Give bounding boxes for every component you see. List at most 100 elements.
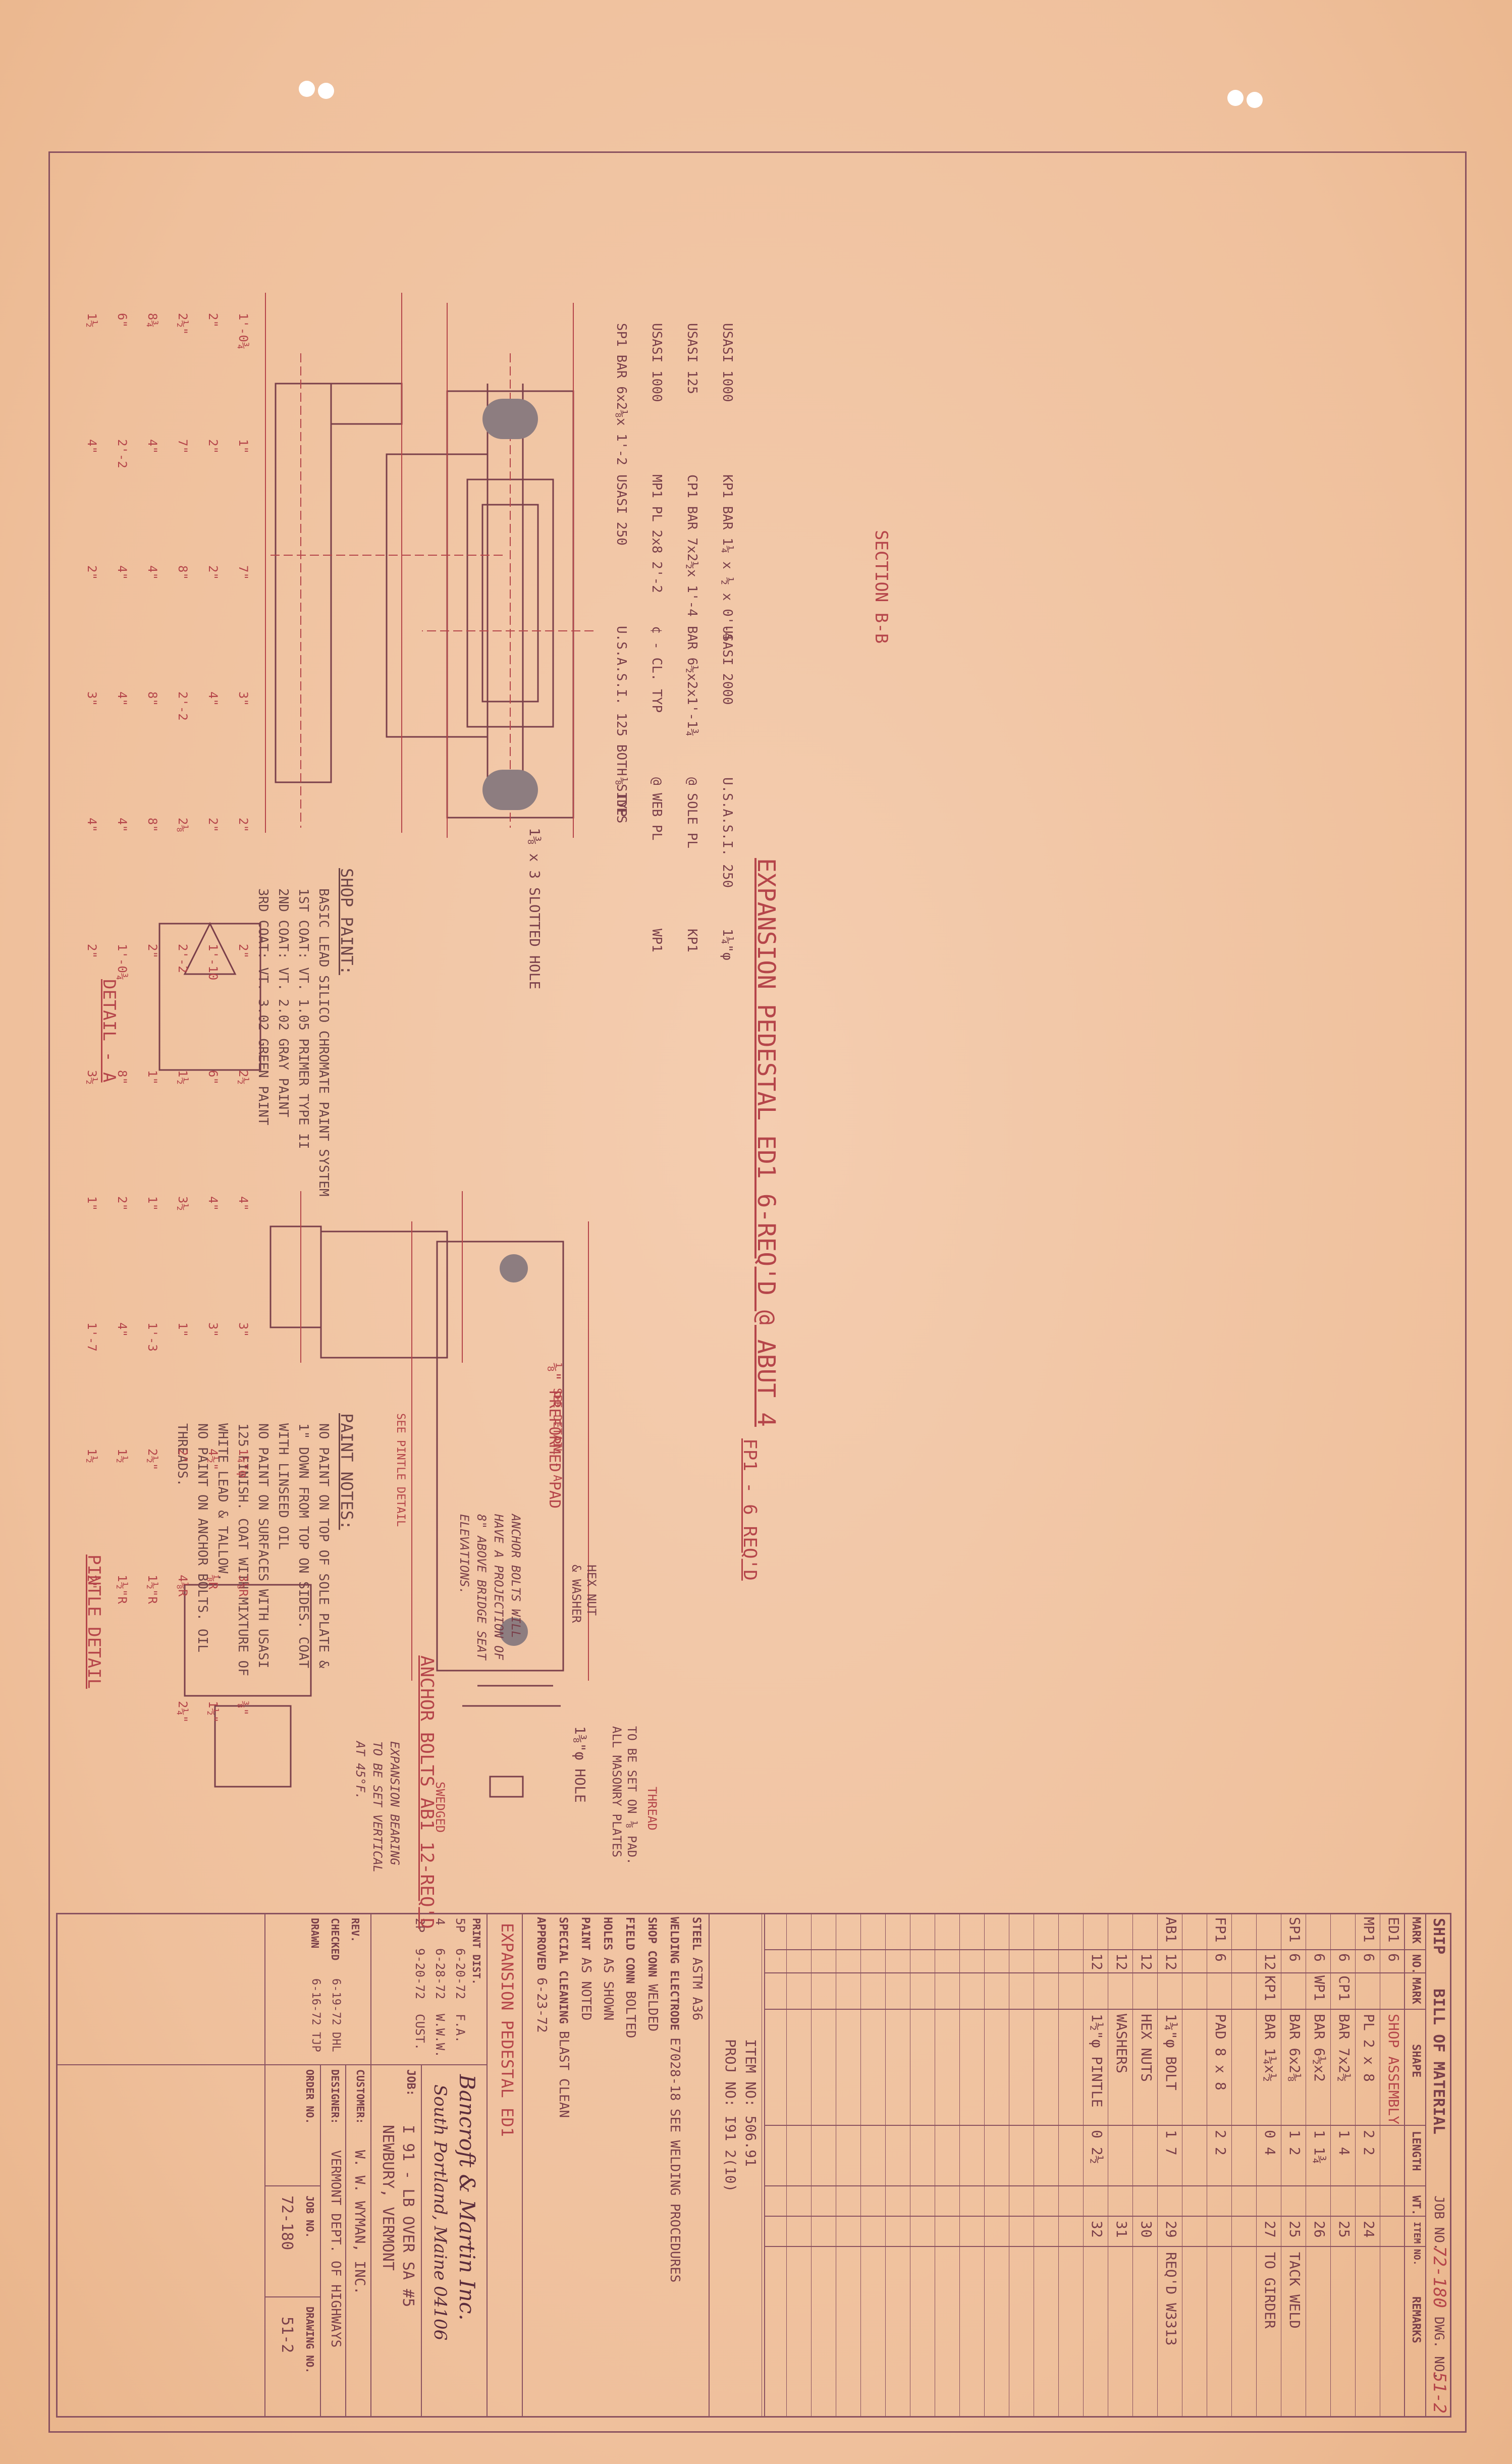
bom-shape: PAD 8 x 8: [1212, 2014, 1229, 2091]
dimension-text: 3⅛R: [236, 1575, 250, 1597]
spec-row: SHOP CONNWELDED: [645, 1917, 660, 2031]
spec-label: PAINT: [579, 1917, 591, 1951]
dimension-text: 1": [145, 1070, 159, 1085]
dimension-text: 3": [236, 1322, 250, 1337]
print-dist-to: CUST.: [413, 2014, 427, 2051]
drawing-label: USASI 1000: [649, 323, 664, 402]
print-dist-to: F.A.: [453, 2014, 467, 2043]
bom-mark: ED1: [1385, 1917, 1402, 1943]
drawing-label: U.S.A.S.I. 250: [720, 777, 735, 888]
dimension-text: 1'-3: [145, 1322, 159, 1352]
punch-hole-left: [299, 81, 315, 97]
punch-hole-right-2: [1247, 92, 1263, 108]
dimension-text: 4": [115, 818, 129, 832]
masonry-note-1: ALL MASONRY PLATES: [610, 1726, 624, 1858]
dimension-text: 8": [115, 1070, 129, 1085]
bom-mark: SP1: [1286, 1917, 1303, 1943]
dimension-text: 1¼"φ: [236, 1449, 250, 1478]
col-mark-2: MARK: [1410, 1977, 1422, 2004]
dimension-text: 2½": [176, 313, 190, 335]
col-shape: SHAPE: [1410, 2044, 1422, 2078]
bom-item: 30: [1138, 2221, 1155, 2238]
print-dist-n: 5P: [453, 1918, 467, 1933]
dimension-text: 4": [145, 565, 159, 580]
bom-shape: PL 2 x 8: [1361, 2014, 1377, 2082]
bom-length: 1 4: [1336, 2130, 1353, 2156]
drawing-label: KP1: [684, 929, 699, 952]
bearing-note-line: AT 45°F.: [353, 1741, 367, 1800]
slotted-hole-note: 1⅜ x 3 SLOTTED HOLE: [526, 828, 543, 990]
bom-mark: AB1: [1163, 1917, 1179, 1943]
dimension-text: 3": [206, 1322, 220, 1337]
bom-item: 29: [1163, 2221, 1179, 2238]
order-label: ORDER NO.: [304, 2069, 316, 2124]
dimension-text: 1": [236, 439, 250, 454]
dimension-text: 3": [236, 691, 250, 706]
col-item: ITEM NO.: [1412, 2222, 1422, 2266]
bom-length: 1 7: [1163, 2130, 1179, 2156]
bill-of-material: SHIP BILL OF MATERIAL JOB NO. 72-180 DWG…: [56, 1913, 1451, 2418]
dimension-text: 2": [85, 565, 99, 580]
job-label: JOB:: [404, 2069, 417, 2096]
bom-sub: CP1: [1336, 1975, 1353, 2001]
dimension-text: 2⅛: [176, 818, 190, 832]
drawing-label: WP1: [649, 929, 664, 952]
bom-rule: [860, 1913, 861, 2418]
dimension-text: 4": [236, 1196, 250, 1211]
bom-item: 27: [1262, 2221, 1278, 2238]
dimension-text: 1½: [115, 1449, 129, 1463]
job-line2: NEWBURY, VERMONT: [379, 2125, 397, 2271]
bom-length: 0 4: [1262, 2130, 1278, 2156]
bom-item: 31: [1113, 2221, 1130, 2238]
dimension-text: 2": [236, 818, 250, 832]
dimension-text: 1½"R: [145, 1575, 159, 1604]
spec-row: PAINTAS NOTED: [578, 1917, 593, 2020]
drawing-linework: [158, 293, 593, 1798]
drawing-label: USASI 125: [684, 323, 699, 394]
dimension-text: 8": [176, 565, 190, 580]
thread-label: THREAD: [645, 1787, 659, 1831]
bom-no: 6: [1361, 1953, 1377, 1962]
col-no: NO.: [1410, 1954, 1422, 1974]
spec-label: FIELD CONN: [623, 1917, 636, 1984]
col-remarks: REMARKS: [1410, 2296, 1422, 2343]
spec-label: STEEL: [690, 1917, 703, 1951]
dimension-text: 1": [145, 1196, 159, 1211]
company-line2: South Portland, Maine 04106: [430, 2084, 450, 2341]
dimension-text: 2'-2: [176, 944, 190, 973]
dimension-text: 4": [115, 691, 129, 706]
dimension-text: 7": [236, 565, 250, 580]
anchor-note-line: ANCHOR BOLTS WILL: [509, 1514, 523, 1638]
bom-shape: SHOP ASSEMBLY: [1385, 2014, 1402, 2125]
bom-length: 2 2: [1361, 2130, 1377, 2156]
dimension-text: 2'-2: [115, 439, 129, 468]
anchor-hole-1: [500, 1254, 528, 1282]
dimension-text: 4½": [206, 1449, 220, 1471]
checked-value: 6-19-72 DHL: [330, 1978, 342, 2052]
ship-label: SHIP: [1430, 1918, 1447, 1955]
bom-rule: [959, 1913, 960, 2418]
dimension-text: 4": [85, 818, 99, 832]
bom-rule: [1355, 1913, 1356, 2418]
subject: EXPANSION PEDESTAL ED1: [498, 1923, 517, 2137]
dimension-text: 1½": [206, 1701, 220, 1723]
bom-sub: KP1: [1262, 1975, 1278, 2001]
section-title: SECTION B-B: [871, 530, 891, 644]
drawing-label: @ WEB PL: [649, 777, 664, 841]
dimension-text: 4": [145, 439, 159, 454]
spec-value: WELDED: [645, 1984, 660, 2032]
drawing-label: 1¼"φ: [720, 929, 735, 960]
bom-length: 2 2: [1212, 2130, 1229, 2156]
bom-no: 12: [1138, 1953, 1155, 1970]
dimension-text: 2": [206, 439, 220, 454]
drawing-label: KP1 BAR 1¼ x ½ x 0'-4: [720, 474, 735, 640]
spec-label: HOLES: [601, 1917, 614, 1951]
see-pintle: SEE PINTLE DETAIL: [394, 1413, 407, 1527]
bom-length: 0 2½: [1089, 2130, 1105, 2164]
spec-value: BOLTED: [623, 1991, 638, 2039]
dimension-text: 2¼": [176, 1701, 190, 1723]
customer-label: CUSTOMER:: [354, 2069, 366, 2124]
dimension-text: 2": [115, 1196, 129, 1211]
bom-rule: [1256, 1913, 1257, 2418]
